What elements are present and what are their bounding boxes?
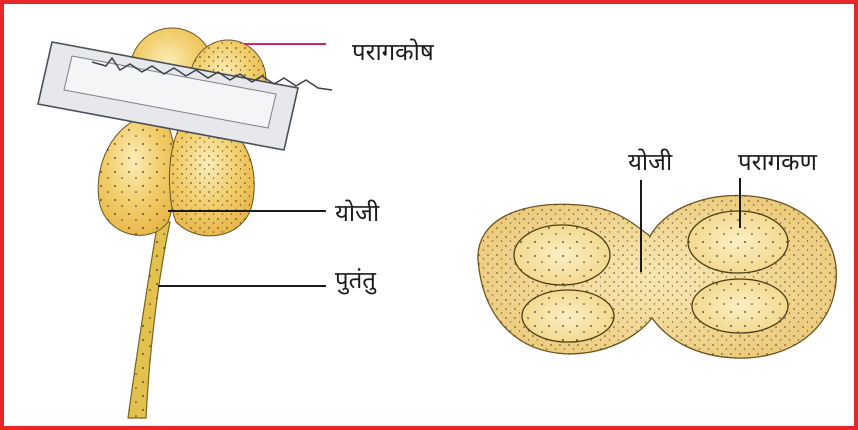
stamen (38, 28, 332, 418)
anther-cross-section (478, 195, 836, 358)
label-connective-left: योजी (335, 201, 379, 225)
filament-dots (128, 220, 170, 418)
label-pollen-grain: परागकण (738, 150, 817, 174)
label-filament: पुतंतु (335, 268, 376, 292)
label-anther: परागकोष (352, 40, 434, 64)
label-connective-right: योजी (628, 150, 672, 174)
